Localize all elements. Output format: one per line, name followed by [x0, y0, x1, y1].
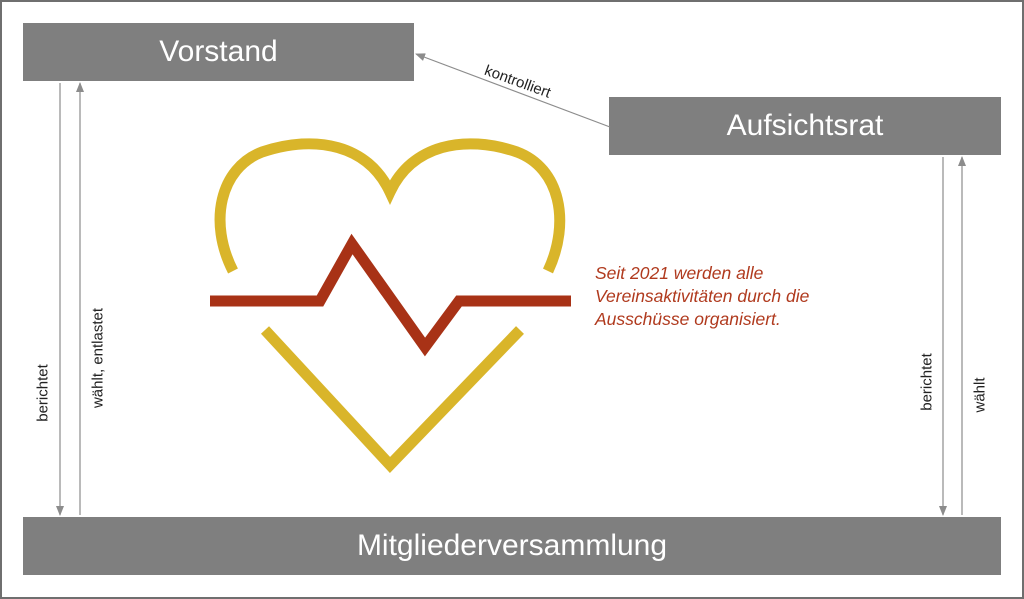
aufsichtsrat-box: Aufsichtsrat	[609, 97, 1001, 155]
mitgliederversammlung-box: Mitgliederversammlung	[23, 517, 1001, 575]
heart-upper-outline	[214, 138, 566, 274]
mitgliederversammlung-label: Mitgliederversammlung	[356, 529, 668, 562]
aufsichtsrat-label: Aufsichtsrat	[726, 109, 884, 142]
right-waehlt-label: wählt	[971, 377, 989, 413]
vorstand-label: Vorstand	[159, 35, 278, 68]
vorstand-box: Vorstand	[23, 23, 414, 81]
heart-pulse-icon	[210, 138, 571, 474]
pulse-line	[210, 233, 571, 357]
left-berichtet-label: berichtet	[34, 364, 52, 422]
heart-lower-outline	[260, 326, 524, 474]
left-waehlt-entlastet-label: wählt, entlastet	[89, 307, 107, 409]
right-berichtet-label: berichtet	[918, 353, 936, 411]
kontrolliert-arrow	[415, 53, 611, 128]
note-text: Seit 2021 werden alle Vereinsaktivitäten…	[595, 263, 810, 329]
